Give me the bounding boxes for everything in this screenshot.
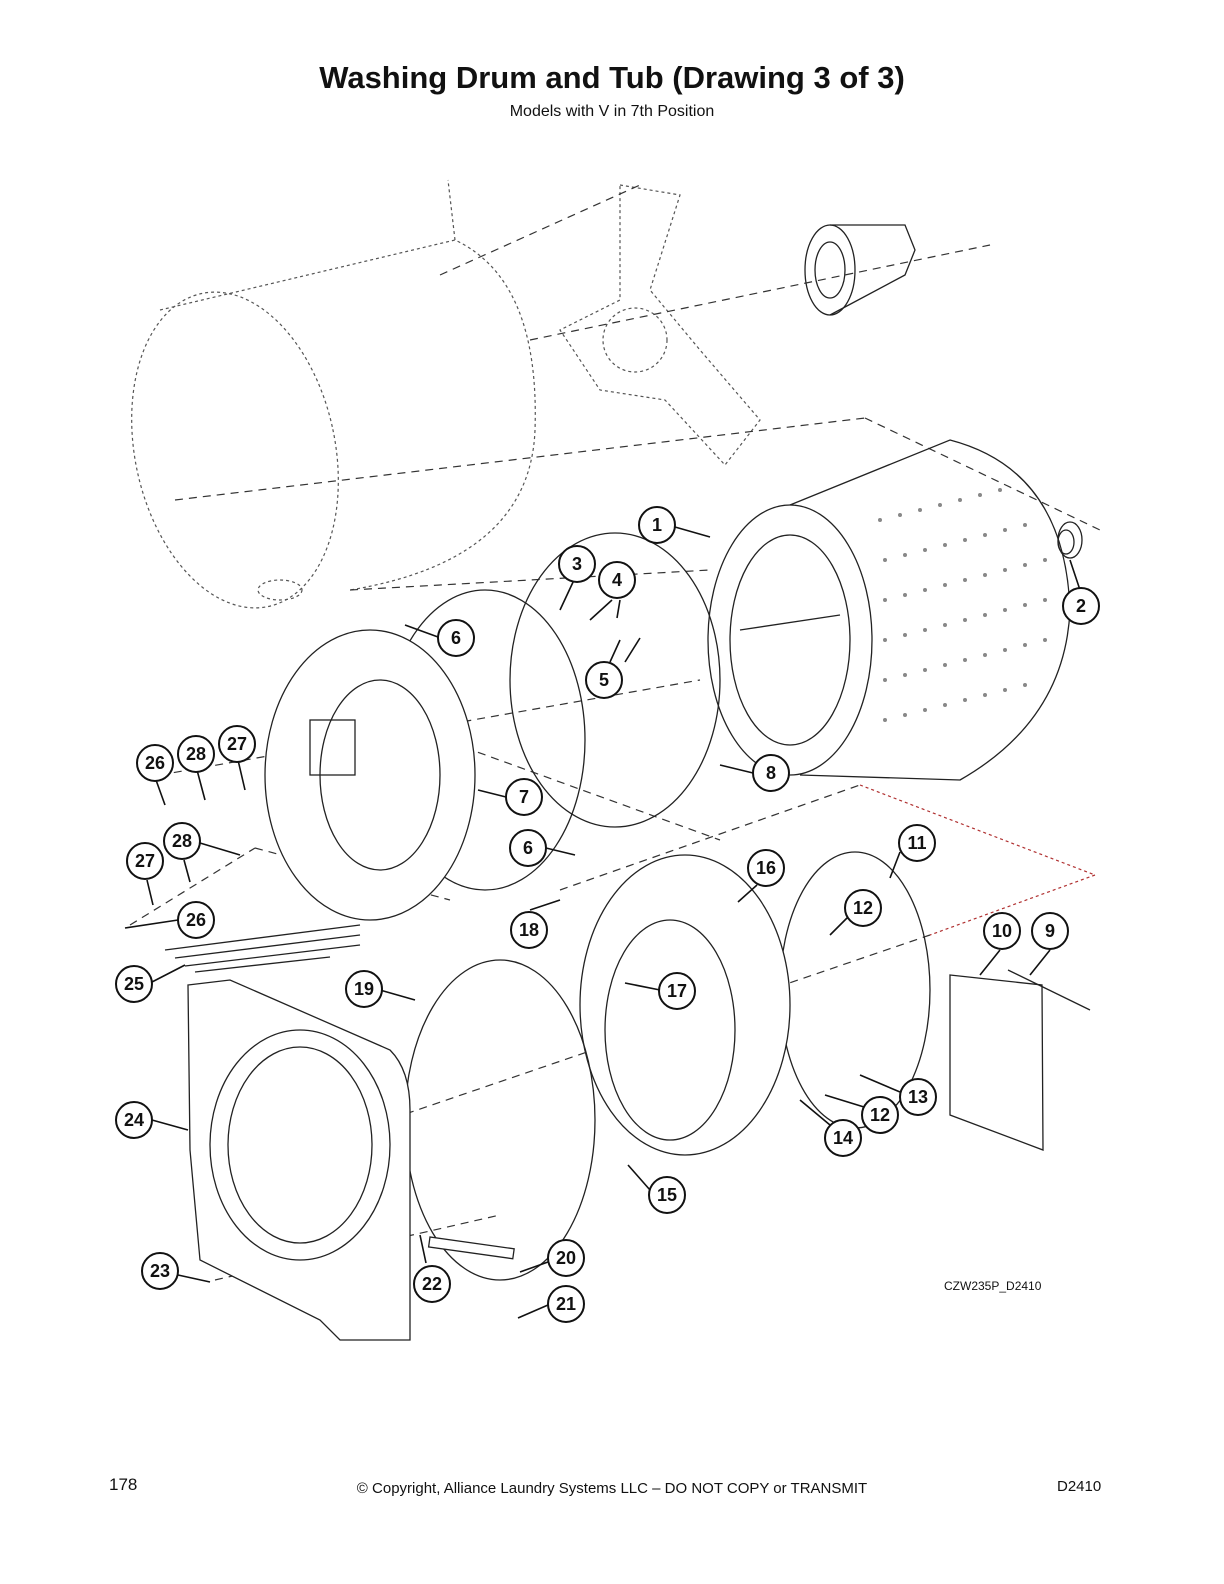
svg-text:24: 24 bbox=[124, 1110, 144, 1130]
callout-16: 16 bbox=[747, 849, 785, 887]
copyright-notice: © Copyright, Alliance Laundry Systems LL… bbox=[356, 1480, 868, 1497]
bearing-housing bbox=[804, 224, 916, 316]
control-shield bbox=[949, 974, 1044, 1151]
drawing-code: CZW235P_D2410 bbox=[944, 1279, 1042, 1293]
callout-9: 9 bbox=[1031, 912, 1069, 950]
svg-text:12: 12 bbox=[870, 1105, 890, 1125]
callout-5: 5 bbox=[585, 661, 623, 699]
svg-text:14: 14 bbox=[833, 1128, 853, 1148]
callout-28-upper: 28 bbox=[177, 735, 215, 773]
svg-text:19: 19 bbox=[354, 979, 374, 999]
svg-text:3: 3 bbox=[572, 554, 582, 574]
svg-text:10: 10 bbox=[992, 921, 1012, 941]
svg-text:8: 8 bbox=[766, 763, 776, 783]
callout-11: 11 bbox=[898, 824, 936, 862]
callout-14: 14 bbox=[824, 1119, 862, 1157]
front-panel bbox=[187, 979, 411, 1341]
svg-text:28: 28 bbox=[172, 831, 192, 851]
callout-27-upper: 27 bbox=[218, 725, 256, 763]
svg-text:18: 18 bbox=[519, 920, 539, 940]
spider-bracket-ghost bbox=[559, 184, 761, 466]
callout-8: 8 bbox=[752, 754, 790, 792]
callout-2: 2 bbox=[1062, 587, 1100, 625]
callout-7: 7 bbox=[505, 778, 543, 816]
svg-text:26: 26 bbox=[145, 753, 165, 773]
callout-28-lower: 28 bbox=[163, 822, 201, 860]
svg-text:1: 1 bbox=[652, 515, 662, 535]
callout-23: 23 bbox=[141, 1252, 179, 1290]
callout-15: 15 bbox=[648, 1176, 686, 1214]
drum-perforation-pattern bbox=[878, 488, 1047, 722]
front-tub-cover bbox=[264, 629, 476, 921]
callout-10: 10 bbox=[983, 912, 1021, 950]
callout-25: 25 bbox=[115, 965, 153, 1003]
page-subtitle: Models with V in 7th Position bbox=[509, 103, 715, 120]
callout-27-lower: 27 bbox=[126, 842, 164, 880]
callout-6-lower: 6 bbox=[509, 829, 547, 867]
svg-text:13: 13 bbox=[908, 1087, 928, 1107]
callout-3: 3 bbox=[558, 545, 596, 583]
shield-strip bbox=[1007, 969, 1091, 1011]
svg-text:11: 11 bbox=[907, 833, 926, 853]
callout-20: 20 bbox=[547, 1239, 585, 1277]
drum-bushing bbox=[1057, 521, 1083, 559]
svg-text:15: 15 bbox=[657, 1185, 677, 1205]
document-id: D2410 bbox=[1057, 1478, 1102, 1495]
svg-text:5: 5 bbox=[599, 670, 609, 690]
washing-drum bbox=[707, 439, 1071, 781]
callout-26-upper: 26 bbox=[136, 744, 174, 782]
support-bracket bbox=[427, 1236, 515, 1260]
svg-text:22: 22 bbox=[422, 1274, 442, 1294]
callout-19: 19 bbox=[345, 970, 383, 1008]
callout-1: 1 bbox=[638, 506, 676, 544]
svg-text:26: 26 bbox=[186, 910, 206, 930]
svg-text:6: 6 bbox=[451, 628, 461, 648]
svg-text:7: 7 bbox=[519, 787, 529, 807]
callout-12-lower: 12 bbox=[861, 1096, 899, 1134]
svg-text:23: 23 bbox=[150, 1261, 170, 1281]
svg-text:27: 27 bbox=[227, 734, 247, 754]
callout-6-upper: 6 bbox=[437, 619, 475, 657]
callout-22: 22 bbox=[413, 1265, 451, 1303]
svg-text:9: 9 bbox=[1045, 921, 1055, 941]
svg-text:27: 27 bbox=[135, 851, 155, 871]
svg-text:2: 2 bbox=[1076, 596, 1086, 616]
callout-21: 21 bbox=[547, 1285, 585, 1323]
callout-4: 4 bbox=[598, 561, 636, 599]
svg-text:12: 12 bbox=[853, 898, 873, 918]
svg-text:21: 21 bbox=[556, 1294, 576, 1314]
svg-text:16: 16 bbox=[756, 858, 776, 878]
callout-12-upper: 12 bbox=[844, 889, 882, 927]
front-seal bbox=[404, 959, 596, 1281]
leader-lines bbox=[124, 526, 1081, 1319]
svg-text:25: 25 bbox=[124, 974, 144, 994]
svg-text:4: 4 bbox=[612, 570, 622, 590]
seal-ring-large bbox=[509, 532, 721, 828]
page-title: Washing Drum and Tub (Drawing 3 of 3) bbox=[319, 60, 905, 95]
callout-18: 18 bbox=[510, 911, 548, 949]
page-number: 178 bbox=[109, 1475, 138, 1494]
tub-ghost-outline bbox=[131, 179, 536, 609]
svg-text:17: 17 bbox=[667, 981, 687, 1001]
callout-24: 24 bbox=[115, 1101, 153, 1139]
heating-elements bbox=[164, 924, 361, 973]
svg-text:28: 28 bbox=[186, 744, 206, 764]
svg-text:20: 20 bbox=[556, 1248, 576, 1268]
svg-text:6: 6 bbox=[523, 838, 533, 858]
callout-17: 17 bbox=[658, 972, 696, 1010]
callout-26-lower: 26 bbox=[177, 901, 215, 939]
callout-13: 13 bbox=[899, 1078, 937, 1116]
